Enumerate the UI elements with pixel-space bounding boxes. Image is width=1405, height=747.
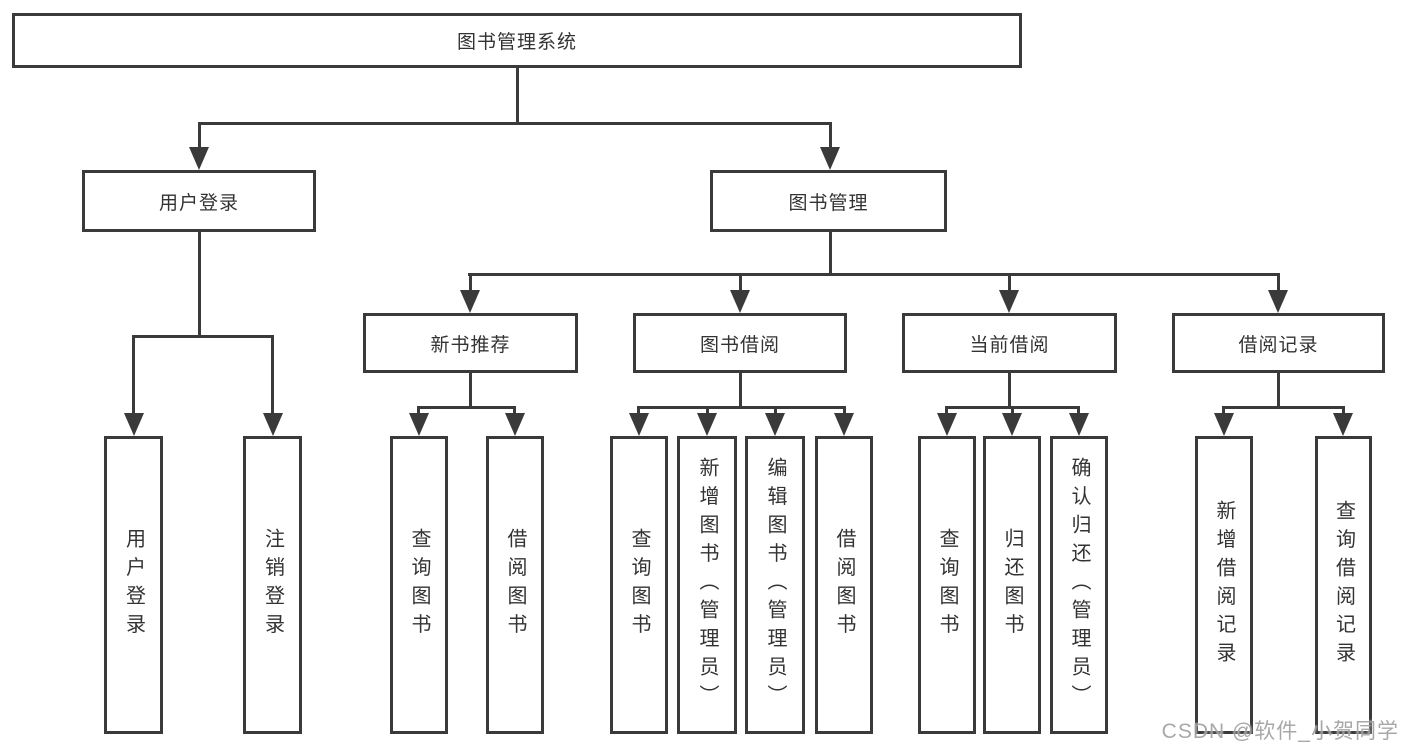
connector-line [198,122,201,149]
connector-line [1222,406,1225,415]
leaf-records-query-record-label: 查询借阅记录 [1332,499,1355,671]
connector-line [417,406,420,415]
leaf-borrow-borrow-books-label: 借阅图书 [833,528,855,642]
arrow-down-icon [765,413,785,436]
arrow-down-icon [505,413,525,436]
connector-line [132,335,273,338]
leaf-borrow-edit-books-admin: 编辑图书（管理员） [745,436,805,734]
leaf-records-add-record: 新增借阅记录 [1195,436,1253,734]
node-root: 图书管理系统 [12,13,1022,68]
connector-line [637,406,640,415]
connector-line [1011,406,1014,415]
leaf-current-query-books-label: 查询图书 [936,528,958,642]
leaf-current-confirm-return-admin-label: 确认归还（管理员） [1068,457,1090,713]
node-book-management-label: 图书管理 [788,192,869,214]
arrow-down-icon [1069,413,1089,436]
leaf-borrow-add-books-admin-label: 新增图书（管理员） [696,457,718,713]
leaf-borrow-borrow-books: 借阅图书 [815,436,873,734]
leaf-user-login-label: 用户登录 [122,528,145,642]
leaf-logout-login-label: 注销登录 [261,528,284,642]
leaf-recommend-borrow-books-label: 借阅图书 [504,528,526,642]
arrow-down-icon [820,147,840,170]
connector-line [1008,273,1011,291]
connector-line [1277,273,1280,291]
connector-line [198,122,832,125]
connector-line [271,335,274,415]
leaf-borrow-query-books: 查询图书 [610,436,668,734]
arrow-down-icon [999,290,1019,313]
leaf-current-confirm-return-admin: 确认归还（管理员） [1050,436,1108,734]
connector-line [1342,406,1345,415]
leaf-current-return-books: 归还图书 [983,436,1041,734]
connector-line [132,335,135,415]
connector-line [469,273,472,291]
connector-line [1008,373,1011,406]
connector-line [774,406,777,415]
connector-line [468,273,1280,276]
leaf-borrow-query-books-label: 查询图书 [628,528,650,642]
connector-line [469,373,472,406]
leaf-recommend-query-books: 查询图书 [390,436,448,734]
leaf-borrow-add-books-admin: 新增图书（管理员） [677,436,737,734]
leaf-borrow-edit-books-admin-label: 编辑图书（管理员） [764,457,786,713]
connector-line [829,122,832,149]
arrow-down-icon [1214,413,1234,436]
node-borrow-records-label: 借阅记录 [1238,334,1319,356]
connector-line [516,68,519,122]
arrow-down-icon [697,413,717,436]
connector-line [1077,406,1080,415]
arrow-down-icon [1268,290,1288,313]
arrow-down-icon [730,290,750,313]
leaf-recommend-query-books-label: 查询图书 [408,528,430,642]
arrow-down-icon [937,413,957,436]
connector-line [1222,406,1344,409]
connector-line [513,406,516,415]
connector-line [706,406,709,415]
leaf-records-query-record: 查询借阅记录 [1315,436,1372,734]
connector-line [417,406,516,409]
node-book-borrow: 图书借阅 [633,313,847,373]
leaf-records-add-record-label: 新增借阅记录 [1213,499,1235,671]
node-new-book-recommend-label: 新书推荐 [430,334,511,356]
connector-line [945,406,948,415]
arrow-down-icon [1333,413,1353,436]
node-book-borrow-label: 图书借阅 [699,334,780,356]
csdn-watermark: CSDN @软件_小贺同学 [1161,720,1399,743]
arrow-down-icon [1002,413,1022,436]
leaf-recommend-borrow-books: 借阅图书 [486,436,544,734]
leaf-current-query-books: 查询图书 [918,436,976,734]
arrow-down-icon [409,413,429,436]
node-current-borrow-label: 当前借阅 [969,334,1050,356]
leaf-user-login: 用户登录 [104,436,163,734]
node-book-management: 图书管理 [710,170,947,232]
connector-line [1277,373,1280,406]
connector-line [843,406,846,415]
connector-line [637,406,845,409]
connector-line [198,232,201,335]
node-borrow-records: 借阅记录 [1172,313,1385,373]
leaf-current-return-books-label: 归还图书 [1001,528,1023,642]
leaf-logout-login: 注销登录 [243,436,302,734]
node-user-login: 用户登录 [82,170,316,232]
connector-line [739,273,742,291]
arrow-down-icon [460,290,480,313]
connector-line [829,232,832,273]
node-current-borrow: 当前借阅 [902,313,1117,373]
node-root-label: 图书管理系统 [456,32,577,53]
node-user-login-label: 用户登录 [158,192,239,214]
arrow-down-icon [189,147,209,170]
connector-line [739,373,742,406]
arrow-down-icon [124,413,144,436]
arrow-down-icon [629,413,649,436]
arrow-down-icon [834,413,854,436]
arrow-down-icon [263,413,283,436]
node-new-book-recommend: 新书推荐 [363,313,578,373]
